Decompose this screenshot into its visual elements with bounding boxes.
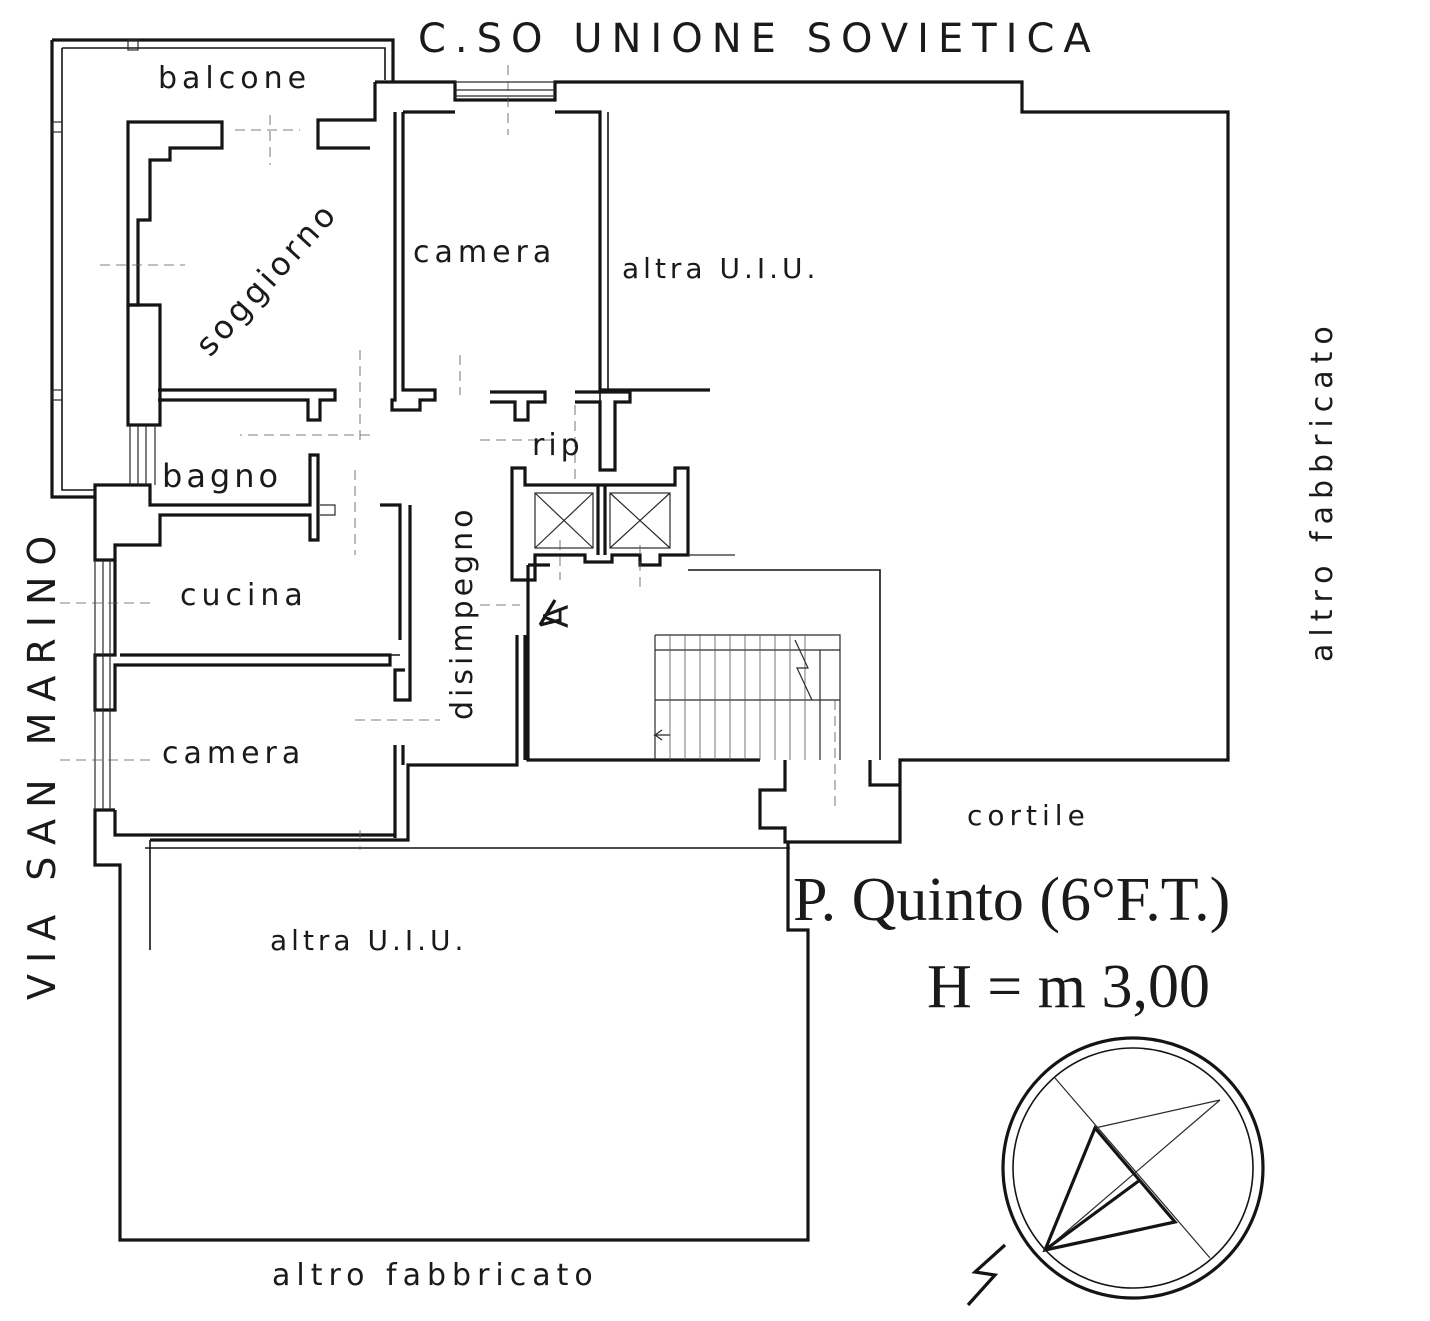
compass-north-label: N xyxy=(0,0,1,1)
staircase xyxy=(653,634,841,760)
room-altra-uiu-top-label: altra U.I.U. xyxy=(622,252,819,285)
room-cortile-label: cortile xyxy=(967,799,1090,832)
street-left-label: VIA SAN MARINO xyxy=(20,525,64,1000)
balcony-outline xyxy=(50,38,395,499)
section-marker xyxy=(538,599,561,627)
floor-height: H = m 3,00 xyxy=(927,953,1210,1021)
compass-rose xyxy=(966,1036,1265,1307)
neighbor-right-label: altro fabbricato xyxy=(1305,319,1340,662)
room-bagno-label: bagno xyxy=(162,457,282,495)
section-marker-label: A xyxy=(537,605,577,628)
room-disimpegno-label: disimpegno xyxy=(445,506,480,720)
room-rip-label: rip xyxy=(532,428,584,463)
room-altra-uiu-bottom-label: altra U.I.U. xyxy=(270,924,467,957)
room-camera-top-label: camera xyxy=(413,235,556,270)
floor-title: P. Quinto (6°F.T.) xyxy=(793,866,1230,934)
apartment-walls xyxy=(93,80,1230,1242)
street-top-label: C.SO UNIONE SOVIETICA xyxy=(418,16,1100,62)
construction-lines xyxy=(60,65,836,850)
neighbor-bottom-label: altro fabbricato xyxy=(272,1258,599,1293)
room-camera-bottom-label: camera xyxy=(162,736,305,771)
room-soggiorno-label: soggiorno xyxy=(188,194,346,363)
room-balcone-label: balcone xyxy=(158,61,311,96)
room-cucina-label: cucina xyxy=(180,578,308,613)
